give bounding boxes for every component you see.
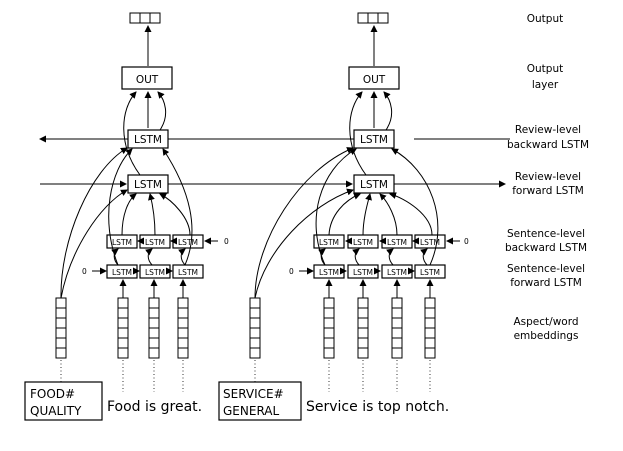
svg-text:LSTM: LSTM [420,238,440,247]
svg-text:LSTM: LSTM [353,268,373,277]
embedding-vector-icon [55,297,67,359]
out-label: OUT [136,74,159,86]
sentence-backward-lstm-row: LSTM LSTM LSTM 0 [106,234,229,249]
svg-text:backward LSTM: backward LSTM [507,139,589,151]
svg-text:SERVICE#: SERVICE# [223,387,284,401]
svg-text:QUALITY: QUALITY [30,404,82,418]
sentence-forward-lstm-row: LSTM LSTM LSTM LSTM 0 [289,264,446,279]
svg-text:LSTM: LSTM [420,268,440,277]
left-aspect-box: FOOD# QUALITY [24,381,103,421]
svg-text:FOOD#: FOOD# [30,387,75,401]
lstm-label: LSTM [134,179,162,191]
label-output: Output [527,13,563,25]
left-sentence: Food is great. [107,399,202,415]
lstm-label: LSTM [360,179,388,191]
embedding-vector-icon [424,297,436,359]
out-label: OUT [363,74,386,86]
right-aspect-box: SERVICE# GENERAL [218,381,302,421]
svg-text:forward LSTM: forward LSTM [512,185,584,197]
svg-text:Output: Output [527,63,563,75]
sentence-backward-lstm-row: LSTM LSTM LSTM LSTM 0 [313,234,469,249]
sentence-forward-lstm-row: LSTM LSTM LSTM 0 [82,264,204,279]
review-forward-lstm [127,174,169,194]
svg-text:LSTM: LSTM [319,238,339,247]
svg-text:Review-level: Review-level [515,171,581,183]
svg-text:LSTM: LSTM [178,268,198,277]
embedding-vector-icon [177,297,189,359]
output-layer-box [348,66,400,90]
svg-text:LSTM: LSTM [353,238,373,247]
svg-text:LSTM: LSTM [112,268,132,277]
svg-text:LSTM: LSTM [178,238,198,247]
svg-text:layer: layer [532,79,559,91]
svg-text:backward LSTM: backward LSTM [505,242,587,254]
svg-text:forward LSTM: forward LSTM [510,277,582,289]
embedding-vector-icon [323,297,335,359]
output-vector-icon [357,12,389,24]
svg-text:Sentence-level: Sentence-level [507,263,585,275]
embedding-vector-icon [148,297,160,359]
svg-text:LSTM: LSTM [387,268,407,277]
lstm-label: LSTM [134,134,162,146]
zero-label: 0 [464,237,469,246]
svg-text:LSTM: LSTM [145,268,165,277]
output-layer-box [121,66,173,90]
left-network: OUT LSTM LSTM LSTM LSTM LSTM 0 LSTM [55,12,229,392]
output-vector-icon [129,12,161,24]
right-sentence: Service is top notch. [306,399,449,415]
zero-label: 0 [224,237,229,246]
right-network: OUT LSTM LSTM LSTM LSTM LSTM LSTM 0 LSTM [249,12,469,392]
embedding-vector-icon [391,297,403,359]
svg-text:embeddings: embeddings [514,330,579,342]
review-backward-lstm [127,129,169,149]
review-forward-lstm [353,174,395,194]
zero-label: 0 [82,267,87,276]
embedding-vector-icon [357,297,369,359]
svg-text:LSTM: LSTM [145,238,165,247]
embedding-vector-icon [117,297,129,359]
svg-text:Aspect/word: Aspect/word [513,316,578,328]
svg-text:LSTM: LSTM [387,238,407,247]
lstm-label: LSTM [360,134,388,146]
svg-text:GENERAL: GENERAL [223,404,280,418]
svg-text:Sentence-level: Sentence-level [507,228,585,240]
embedding-vector-icon [249,297,261,359]
svg-text:LSTM: LSTM [319,268,339,277]
review-backward-lstm [353,129,395,149]
svg-text:LSTM: LSTM [112,238,132,247]
svg-text:Review-level: Review-level [515,124,581,136]
row-labels: Output Output layer Review-level backwar… [505,13,589,342]
zero-label: 0 [289,267,294,276]
